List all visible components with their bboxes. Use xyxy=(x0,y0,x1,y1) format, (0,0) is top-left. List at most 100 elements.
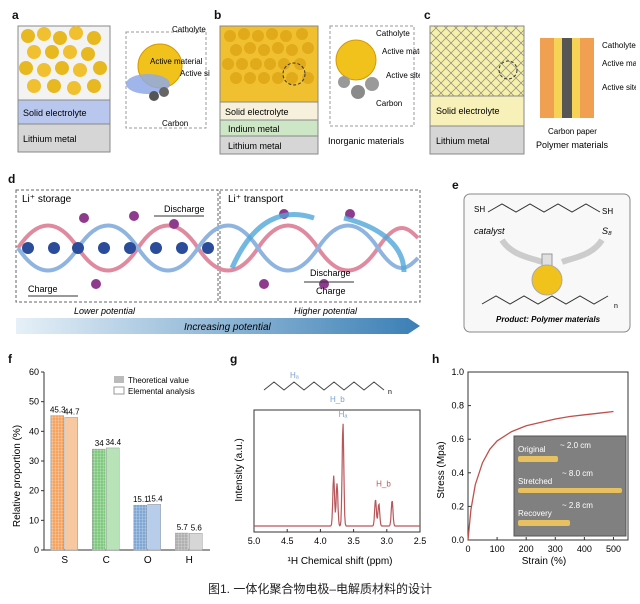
f-ytick-label: 0 xyxy=(34,545,39,555)
g-ha-peak-label: Hₐ xyxy=(339,410,349,419)
f-ytick-label: 10 xyxy=(29,515,39,525)
storage-discharge-label: Discharge xyxy=(164,204,205,214)
h-xlabel: Strain (%) xyxy=(522,556,566,567)
helix-strand-1 xyxy=(16,223,420,273)
f-bar xyxy=(106,447,120,551)
li-ions-chain xyxy=(22,242,214,254)
panel-f-chart: Relative proportion (%) 0102030405060S45… xyxy=(12,367,210,566)
panel-d-label: d xyxy=(8,172,16,186)
carbon-paper-layer xyxy=(562,38,572,118)
storage-charge-label: Charge xyxy=(28,284,58,294)
original-length: ~ 2.0 cm xyxy=(560,441,591,450)
polymer-materials-label: Polymer materials xyxy=(536,140,609,150)
figure-caption: 图1. 一体化聚合物电极–电解质材料的设计 xyxy=(207,582,433,596)
flask-neck xyxy=(541,253,553,267)
h-xtick-label: 0 xyxy=(465,544,470,554)
active-site-label: Active site xyxy=(602,83,636,92)
s8-label: S₈ xyxy=(602,226,612,236)
potential-arrow xyxy=(16,318,420,334)
f-bar-hatch xyxy=(50,415,64,550)
panel-g-label: g xyxy=(230,352,238,366)
g-spectrum-line xyxy=(254,423,420,527)
f-ytick-label: 50 xyxy=(29,397,39,407)
transport-charge-label: Charge xyxy=(316,286,346,296)
original-label: Original xyxy=(518,445,546,454)
active-material-label: Active material xyxy=(382,47,420,56)
panel-c-label: c xyxy=(424,8,431,22)
active-material-label: Active material xyxy=(150,57,203,66)
stretched-label: Stretched xyxy=(518,477,552,486)
h-frame xyxy=(467,371,629,541)
g-xtick-label: 2.5 xyxy=(414,536,427,546)
h-ylabel: Stress (Mpa) xyxy=(436,441,447,498)
f-value-label: 45.3 xyxy=(50,406,66,415)
inorganic-materials-label: Inorganic materials xyxy=(328,136,405,146)
solid-electrolyte-label: Solid electrolyte xyxy=(23,108,87,118)
panel-f-label: f xyxy=(8,352,12,366)
lithium-metal-label: Lithium metal xyxy=(436,136,490,146)
zoom-circle xyxy=(282,62,306,86)
f-bar xyxy=(64,417,78,551)
panel-b-diagram: Solid electrolyte Indium metal Lithium m… xyxy=(219,25,420,155)
h-ytick-label: 0.0 xyxy=(451,535,464,545)
lithium-metal-layer xyxy=(17,123,111,153)
photo-background xyxy=(513,435,627,537)
lithium-metal-label: Lithium metal xyxy=(228,141,282,151)
f-legend-elemental-swatch xyxy=(113,386,125,395)
panel-e-diagram: SH SH catalyst S₈ n Product: Polymer mat… xyxy=(463,193,631,333)
carbon-label: Carbon xyxy=(162,119,188,128)
f-value-label: 34 xyxy=(95,439,104,448)
h-stress-curve xyxy=(467,410,614,541)
reaction-flask xyxy=(531,264,563,296)
f-category-label: O xyxy=(144,555,152,566)
recovery-length: ~ 2.8 cm xyxy=(562,501,593,510)
zoom-box xyxy=(329,25,415,127)
stretched-length: ~ 8.0 cm xyxy=(562,469,593,478)
panel-b-label: b xyxy=(214,8,222,22)
transport-arrow-1 xyxy=(229,212,315,270)
storage-box xyxy=(15,189,219,303)
h-xtick-label: 200 xyxy=(519,544,534,554)
h-ytick-label: 0.4 xyxy=(451,468,464,478)
f-value-label: 15.1 xyxy=(133,495,149,504)
layer-active-left xyxy=(554,38,562,118)
panel-a-label: a xyxy=(12,8,19,22)
indium-metal-label: Indium metal xyxy=(228,124,280,134)
active-site-label: Active site xyxy=(386,71,420,80)
sh-left: SH xyxy=(474,205,485,214)
h-ytick-label: 1.0 xyxy=(451,367,464,377)
carbon-label: Carbon xyxy=(376,99,402,108)
f-category-label: S xyxy=(61,555,68,566)
zoom-circle xyxy=(498,60,518,80)
panel-e-label: e xyxy=(452,178,459,192)
layer-outer-right xyxy=(580,38,594,118)
increasing-potential-label: Increasing potential xyxy=(184,322,272,333)
f-value-label: 5.6 xyxy=(191,523,203,532)
lithium-metal-layer xyxy=(429,125,525,155)
f-bar-hatch xyxy=(175,533,189,550)
f-bar xyxy=(189,533,203,551)
f-category-label: C xyxy=(103,555,110,566)
polymer-structure xyxy=(481,295,609,305)
f-legend-elemental: Elemental analysis xyxy=(128,387,195,396)
dithiol-molecule xyxy=(487,203,601,213)
zoom-box xyxy=(125,31,207,129)
g-ylabel: Intensity (a.u.) xyxy=(234,438,245,501)
f-category-label: H xyxy=(186,555,193,566)
transport-box xyxy=(219,189,421,303)
g-polymer-structure xyxy=(263,381,385,391)
solid-electrolyte-layer xyxy=(429,95,525,127)
f-ytick-label: 20 xyxy=(29,486,39,496)
g-hb-peak-label: H_b xyxy=(376,479,391,488)
layer-active-right xyxy=(572,38,580,118)
f-value-label: 44.7 xyxy=(64,407,80,416)
layer-outer-left xyxy=(540,38,554,118)
f-ytick-label: 60 xyxy=(29,367,39,377)
h-ytick-label: 0.2 xyxy=(451,501,464,511)
catholyte-label: Catholyte xyxy=(602,41,636,50)
f-ylabel: Relative proportion (%) xyxy=(12,425,23,527)
